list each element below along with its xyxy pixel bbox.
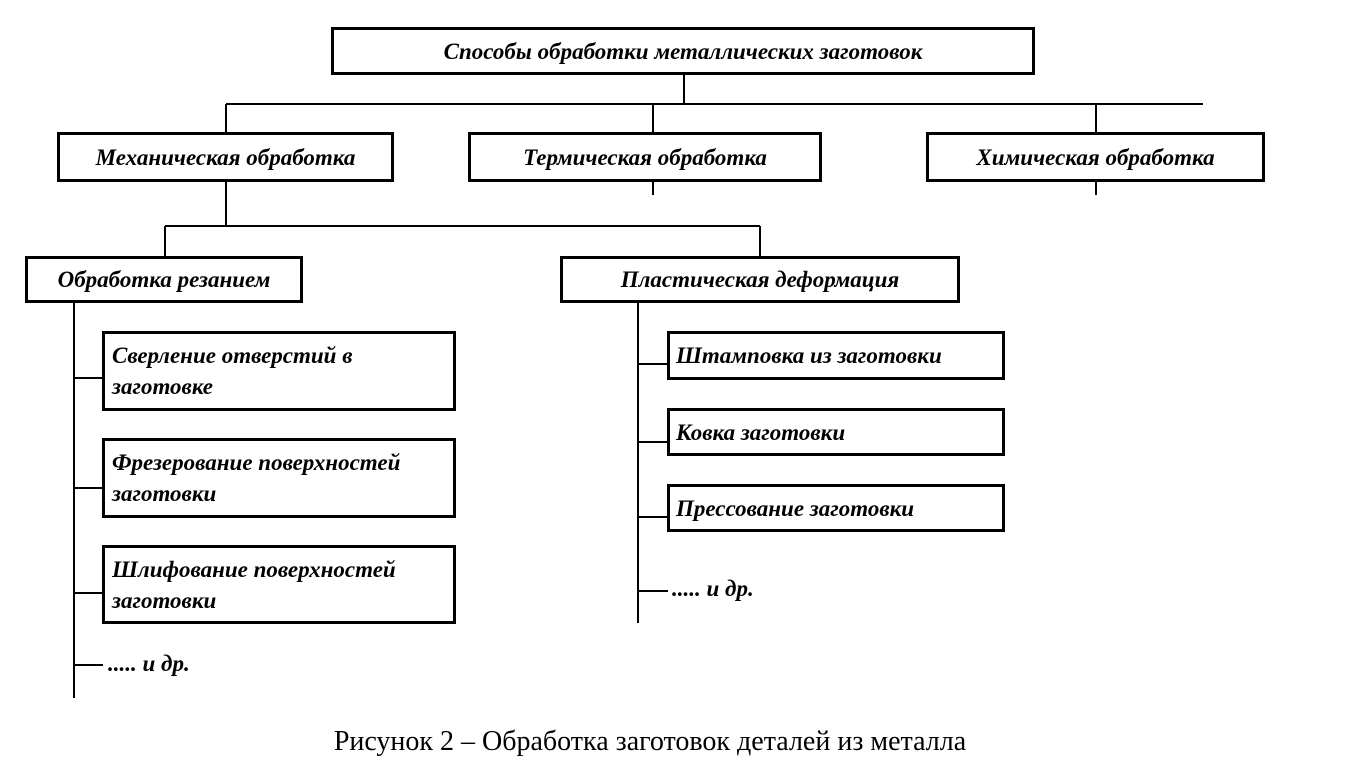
cutting-item-grinding: Шлифование поверхностей заготовки [102, 545, 456, 624]
plastic-etc-label: ..... и др. [672, 576, 754, 601]
cutting-item-milling: Фрезерование поверхностей заготовки [102, 438, 456, 518]
thermal-node: Термическая обработка [468, 132, 822, 182]
cutting-node: Обработка резанием [25, 256, 303, 303]
plastic-node: Пластическая деформация [560, 256, 960, 303]
cutting-item-drilling: Сверление отверстий в заготовке [102, 331, 456, 411]
plastic-item-stamping: Штамповка из заготовки [667, 331, 1005, 380]
root-node: Способы обработки металлических заготово… [331, 27, 1035, 75]
plastic-item-pressing: Прессование заготовки [667, 484, 1005, 532]
figure-caption: Рисунок 2 – Обработка заготовок деталей … [333, 726, 967, 757]
plastic-item-forging: Ковка заготовки [667, 408, 1005, 456]
mechanical-node: Механическая обработка [57, 132, 394, 182]
chemical-node: Химическая обработка [926, 132, 1265, 182]
cutting-etc-label: ..... и др. [108, 651, 190, 676]
